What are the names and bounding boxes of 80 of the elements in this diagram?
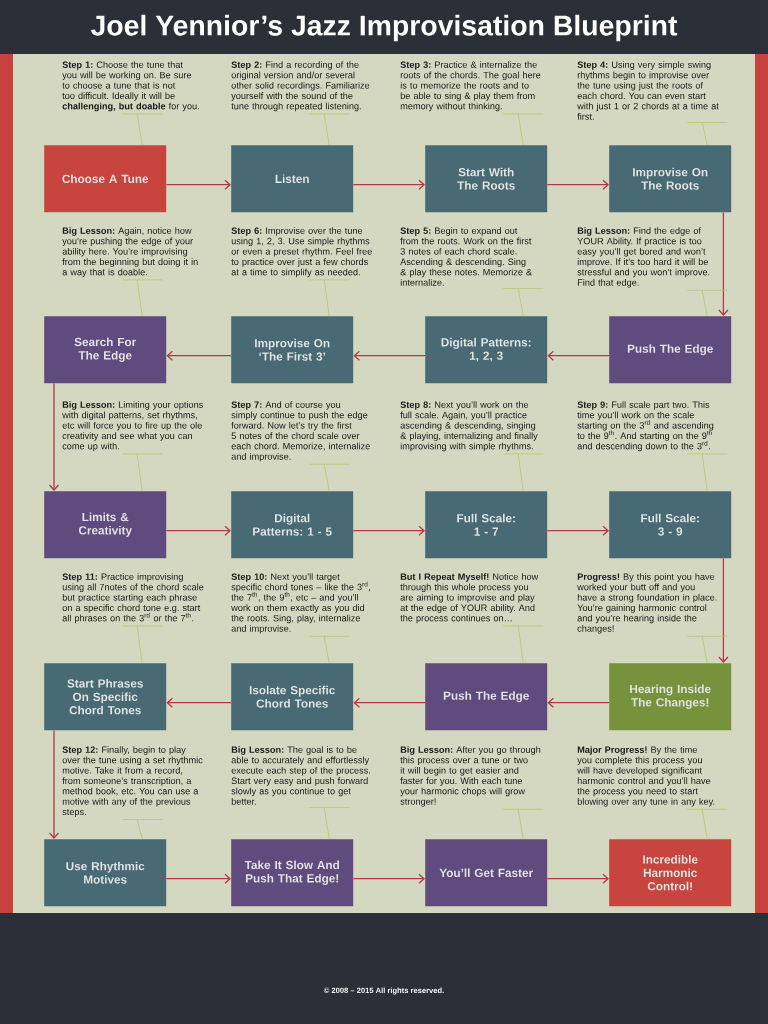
step-text: Big Lesson: The goal is to be able to accurately and effortlessly execute each step of the process. Start very easy and push forward slowly as you continue to get better. bbox=[231, 746, 370, 805]
leader-line bbox=[308, 635, 350, 664]
step-text: Big Lesson: After you go through this process over a tune or two it will begin to get easier and faster for you. With each tune your harmonic chops will grow stronger! bbox=[400, 746, 541, 807]
process-box: Digital Patterns: 1 - 5 bbox=[231, 491, 354, 559]
arrow bbox=[165, 873, 231, 884]
process-box: Push The Edge bbox=[609, 316, 732, 384]
arrow bbox=[165, 525, 231, 536]
step-text: But I Repeat Myself! Notice how through this whole process you are aiming to improvise and play at the edge of YOUR ability. And the process continues on… bbox=[400, 573, 539, 624]
step-text: Progress! By this point you have worked your butt off and you have a strong foundation in place. You’re gaining harmonic control and you’re hearing inside the changes! bbox=[577, 573, 717, 634]
process-box: You’ll Get Faster bbox=[425, 839, 548, 907]
leader-line bbox=[502, 808, 544, 840]
leader-line bbox=[502, 625, 544, 664]
process-box: Push The Edge bbox=[425, 663, 548, 731]
leader-line bbox=[686, 453, 728, 492]
step-text: Step 5: Begin to expand out from the roots. Work on the first 3 notes of each chord scale. Ascending & descending. Sing & play these notes. Memorize & internalize. bbox=[400, 227, 532, 286]
leader-line bbox=[121, 279, 163, 317]
step-text: Step 9: Full scale part two. This time you’ll work on the scale starting on the 3$^{rd}$ and ascending to the 9$^{th}$. And starting on the 9$^{th}$ and descending down to the 3$^{rd}$. bbox=[577, 401, 714, 452]
step-text: Big Lesson: Find the edge of YOUR Ability. If practice is too easy you’ll get bored and won’t improve. If it’s too hard it will be stressful and you won’t improve. Find that edge. bbox=[577, 227, 710, 288]
step-text: Step 8: Next you’ll work on the full scale. Again, you’ll practice ascending & descending, singing & playing, internalizing and finally improvising with simple rhythms. bbox=[400, 401, 538, 452]
arrow bbox=[353, 697, 426, 708]
leader-line bbox=[502, 113, 544, 146]
process-box: Take It Slow And Push That Edge! bbox=[231, 839, 354, 907]
step-text: Step 12: Finally, begin to play over the tune using a set rhythmic motive. Take it from a record, from someone’s transcription, a method book, etc. You can use a motive with any of the previous steps. bbox=[62, 746, 203, 817]
leader-line bbox=[121, 819, 163, 840]
process-box: Choose A Tune bbox=[44, 145, 167, 213]
process-box: Full Scale: 3 - 9 bbox=[609, 491, 732, 559]
title: Joel Yennior’s Jazz Improvisation Blueprint bbox=[90, 14, 678, 42]
step-text: Step 2: Find a recording of the original version and/or several other solid recordings. Familiarize yourself with the sound of the tune through repeated listening. bbox=[231, 61, 370, 112]
process-box: Digital Patterns: 1, 2, 3 bbox=[425, 316, 548, 384]
arrow bbox=[352, 179, 425, 190]
arrow bbox=[718, 557, 729, 663]
step-text: Step 11: Practice improvising using all 7notes of the chord scale but practice starting each phrase on a specific chord tone e.g. start all phrases on the 3$^{rd}$ or the 7$^{th}$. bbox=[62, 573, 204, 624]
leader-line bbox=[308, 113, 350, 146]
process-box: Limits & Creativity bbox=[44, 491, 167, 559]
step-text: Big Lesson: Again, notice how you’re pushing the edge of your ability here. You’re improvising from the beginning but doing it in a way that is doable. bbox=[62, 227, 198, 278]
leader-line bbox=[308, 463, 350, 492]
leader-line bbox=[121, 113, 163, 146]
leader-line bbox=[686, 122, 728, 146]
leader-line bbox=[308, 279, 350, 317]
process-box: Start With The Roots bbox=[425, 145, 548, 213]
step-text: Step 1: Choose the tune that you will be working on. Be sure to choose a tune that is not too difficult. Ideally it will be challenging, but doable for you. bbox=[62, 61, 199, 112]
leader-line bbox=[502, 453, 544, 492]
leader-line bbox=[308, 807, 350, 840]
step-text: Step 10: Next you’ll target specific chord tones – like the 3$^{rd}$, the 7$^{th}$, the 9$^{th}$, etc – and you’ll work on them exactly as you did the roots. Sing, play, internalize and improvise. bbox=[231, 573, 371, 634]
process-box: Search For The Edge bbox=[44, 316, 167, 384]
arrow bbox=[546, 525, 609, 536]
leader-line bbox=[686, 808, 728, 840]
process-box: Hearing Inside The Changes! bbox=[609, 663, 732, 731]
step-text: Major Progress! By the time you complete this process you will have developed significant harmonic control and you’ll have the process you need to start blowing over any tune in any key. bbox=[577, 746, 715, 807]
process-box: Full Scale: 1 - 7 bbox=[425, 491, 548, 559]
leader-line bbox=[121, 453, 163, 492]
arrow bbox=[353, 350, 426, 361]
arrow bbox=[352, 525, 425, 536]
process-box: Improvise On The Roots bbox=[609, 145, 732, 213]
step-text: Step 4: Using very simple swing rhythms begin to improvise over the tune using just the roots of each chord. You can even start with just 1 or 2 chords at a time at first. bbox=[577, 61, 719, 120]
leader-line bbox=[121, 625, 163, 664]
step-text: Step 6: Improvise over the tune using 1, 2, 3. Use simple rhythms or even a preset rhythm. Feel free to practice over just a few chords at a time to simplify as needed. bbox=[231, 227, 372, 278]
process-box: Use Rhythmic Motives bbox=[44, 839, 167, 907]
step-text: Big Lesson: Limiting your options with digital patterns, set rhythms, etc will force you to fire up the ole creativity and see what you can come up with. bbox=[62, 401, 203, 452]
arrow bbox=[718, 211, 729, 316]
arrow bbox=[546, 179, 609, 190]
arrow bbox=[547, 350, 610, 361]
arrow bbox=[166, 697, 232, 708]
leader-line bbox=[686, 289, 728, 317]
arrow bbox=[547, 697, 610, 708]
arrow bbox=[48, 729, 60, 839]
process-box: Listen bbox=[231, 145, 354, 213]
arrow bbox=[48, 382, 60, 491]
leader-line bbox=[502, 288, 544, 317]
arrow bbox=[546, 873, 609, 884]
process-box: Isolate Specific Chord Tones bbox=[231, 663, 354, 731]
process-box: Start Phrases On Specific Chord Tones bbox=[44, 663, 167, 731]
arrow bbox=[165, 179, 231, 190]
process-box: Improvise On ‘The First 3’ bbox=[231, 316, 354, 384]
leader-line bbox=[686, 635, 728, 664]
step-text: Step 7: And of course you simply continue to push the edge forward. Now let’s try the first 5 notes of the chord scale over each chord. Memorize, internalize and improvise. bbox=[231, 401, 370, 462]
arrow bbox=[352, 873, 425, 884]
arrow bbox=[166, 350, 232, 361]
step-text: Step 3: Practice & internalize the roots of the chords. The goal here is to memorize the roots and to be able to sing & play them from memory without thinking. bbox=[400, 61, 541, 112]
process-box: Incredible Harmonic Control! bbox=[609, 839, 732, 907]
